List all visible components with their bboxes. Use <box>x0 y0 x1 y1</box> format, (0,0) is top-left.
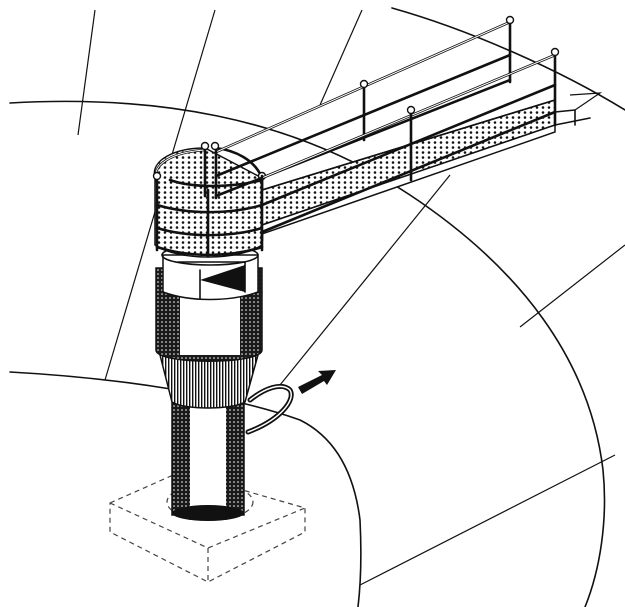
handrail <box>214 15 576 242</box>
tank-outline <box>9 7 625 607</box>
inlet-pipe <box>245 383 294 435</box>
flow-arrow <box>298 370 336 394</box>
access-walkway <box>261 98 591 236</box>
center-column <box>155 244 263 521</box>
center-platform <box>152 141 267 258</box>
